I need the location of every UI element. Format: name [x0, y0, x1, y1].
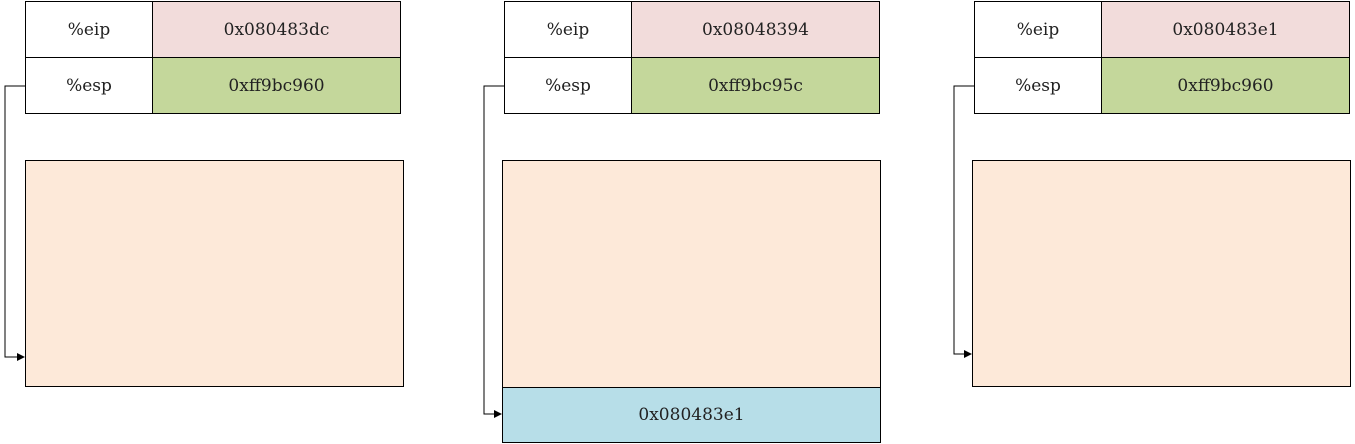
register-value-esp: 0xff9bc95c — [631, 57, 880, 114]
esp-pointer-arrow — [953, 85, 975, 358]
panel-3: %eip 0x080483e1 %esp 0xff9bc960 — [953, 0, 1355, 444]
register-name: %eip — [25, 1, 153, 58]
esp-pointer-arrow — [483, 85, 505, 418]
esp-pointer-arrow — [4, 85, 26, 361]
panel-2: %eip 0x08048394 %esp 0xff9bc95c 0x080483… — [483, 0, 914, 444]
register-row-esp: %esp 0xff9bc960 — [974, 57, 1350, 114]
register-row-esp: %esp 0xff9bc95c — [504, 57, 880, 114]
register-value-eip: 0x08048394 — [631, 1, 880, 58]
register-name: %eip — [974, 1, 1102, 58]
register-value-esp: 0xff9bc960 — [1101, 57, 1350, 114]
register-name: %eip — [504, 1, 632, 58]
register-row-esp: %esp 0xff9bc960 — [25, 57, 401, 114]
register-table: %eip 0x080483dc %esp 0xff9bc960 — [25, 1, 401, 114]
register-name: %esp — [974, 57, 1102, 114]
register-row-eip: %eip 0x080483dc — [25, 1, 401, 58]
register-value-esp: 0xff9bc960 — [152, 57, 401, 114]
register-table: %eip 0x08048394 %esp 0xff9bc95c — [504, 1, 880, 114]
stack-slot-return-address: 0x080483e1 — [502, 387, 881, 443]
panel-1: %eip 0x080483dc %esp 0xff9bc960 — [4, 0, 435, 444]
register-name: %esp — [504, 57, 632, 114]
register-table: %eip 0x080483e1 %esp 0xff9bc960 — [974, 1, 1350, 114]
register-name: %esp — [25, 57, 153, 114]
register-row-eip: %eip 0x08048394 — [504, 1, 880, 58]
stack-frame — [25, 160, 404, 387]
register-row-eip: %eip 0x080483e1 — [974, 1, 1350, 58]
stack-frame — [972, 160, 1351, 387]
